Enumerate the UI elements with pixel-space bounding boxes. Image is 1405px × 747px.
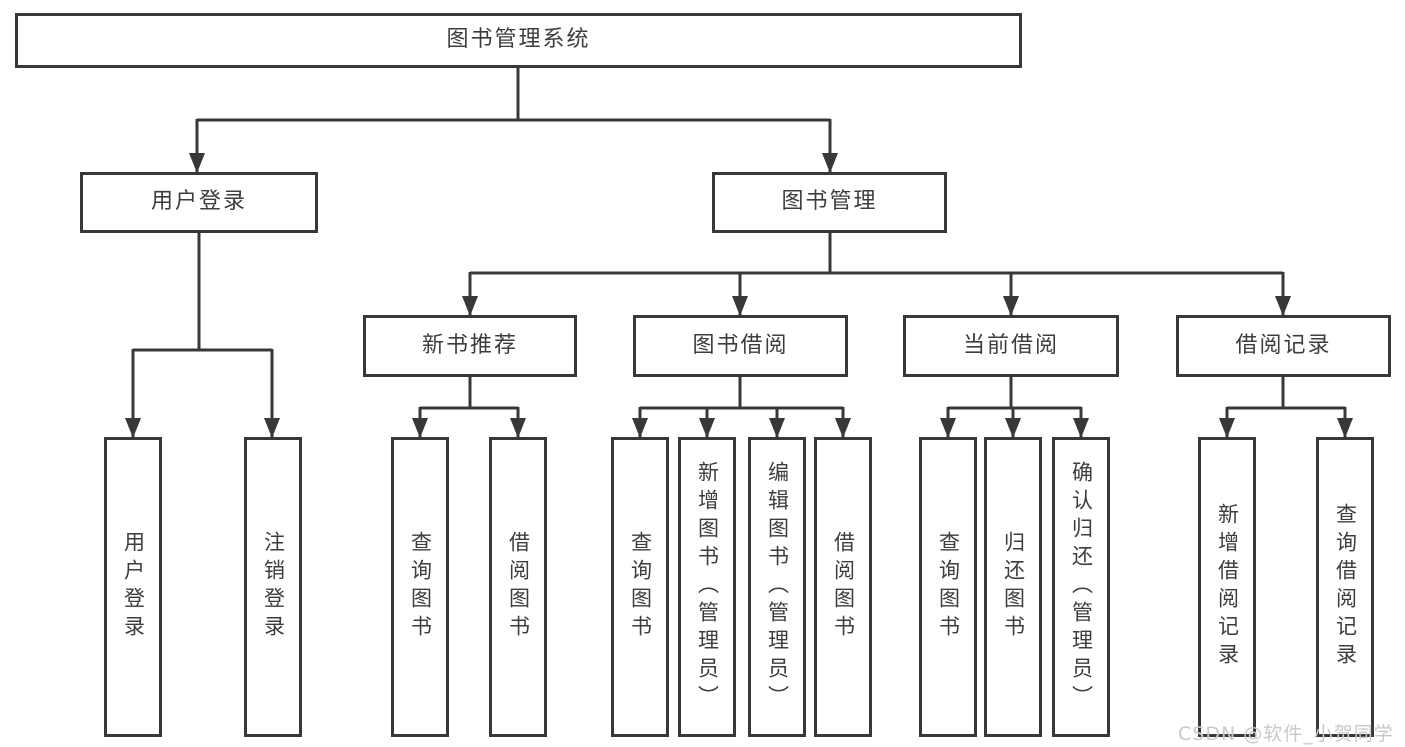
- leaf-borrow-book-borrow: 借阅图书: [814, 437, 872, 737]
- leaf-query-book-newbook: 查询图书: [391, 437, 449, 737]
- node-new-book-recommend: 新书推荐: [363, 315, 577, 377]
- leaf-add-book-admin: 新增图书（管理员）: [678, 437, 736, 737]
- node-book-borrow: 图书借阅: [633, 315, 848, 377]
- leaf-user-login: 用户登录: [104, 437, 162, 737]
- leaf-edit-book-admin: 编辑图书（管理员）: [748, 437, 806, 737]
- leaf-add-borrow-record: 新增借阅记录: [1198, 437, 1256, 737]
- leaf-borrow-book-newbook: 借阅图书: [489, 437, 547, 737]
- leaf-query-book-borrow: 查询图书: [611, 437, 669, 737]
- node-user-login: 用户登录: [80, 172, 318, 233]
- leaf-query-borrow-record: 查询借阅记录: [1316, 437, 1374, 737]
- node-root: 图书管理系统: [15, 13, 1022, 68]
- node-book-management: 图书管理: [712, 172, 947, 233]
- leaf-return-book: 归还图书: [984, 437, 1042, 737]
- node-current-borrow: 当前借阅: [903, 315, 1119, 377]
- leaf-logout-login: 注销登录: [244, 437, 302, 737]
- node-borrow-records: 借阅记录: [1176, 315, 1391, 377]
- csdn-watermark: CSDN @软件_小贺同学: [1178, 723, 1394, 745]
- leaf-confirm-return-admin: 确认归还（管理员）: [1052, 437, 1110, 737]
- leaf-query-book-current: 查询图书: [919, 437, 977, 737]
